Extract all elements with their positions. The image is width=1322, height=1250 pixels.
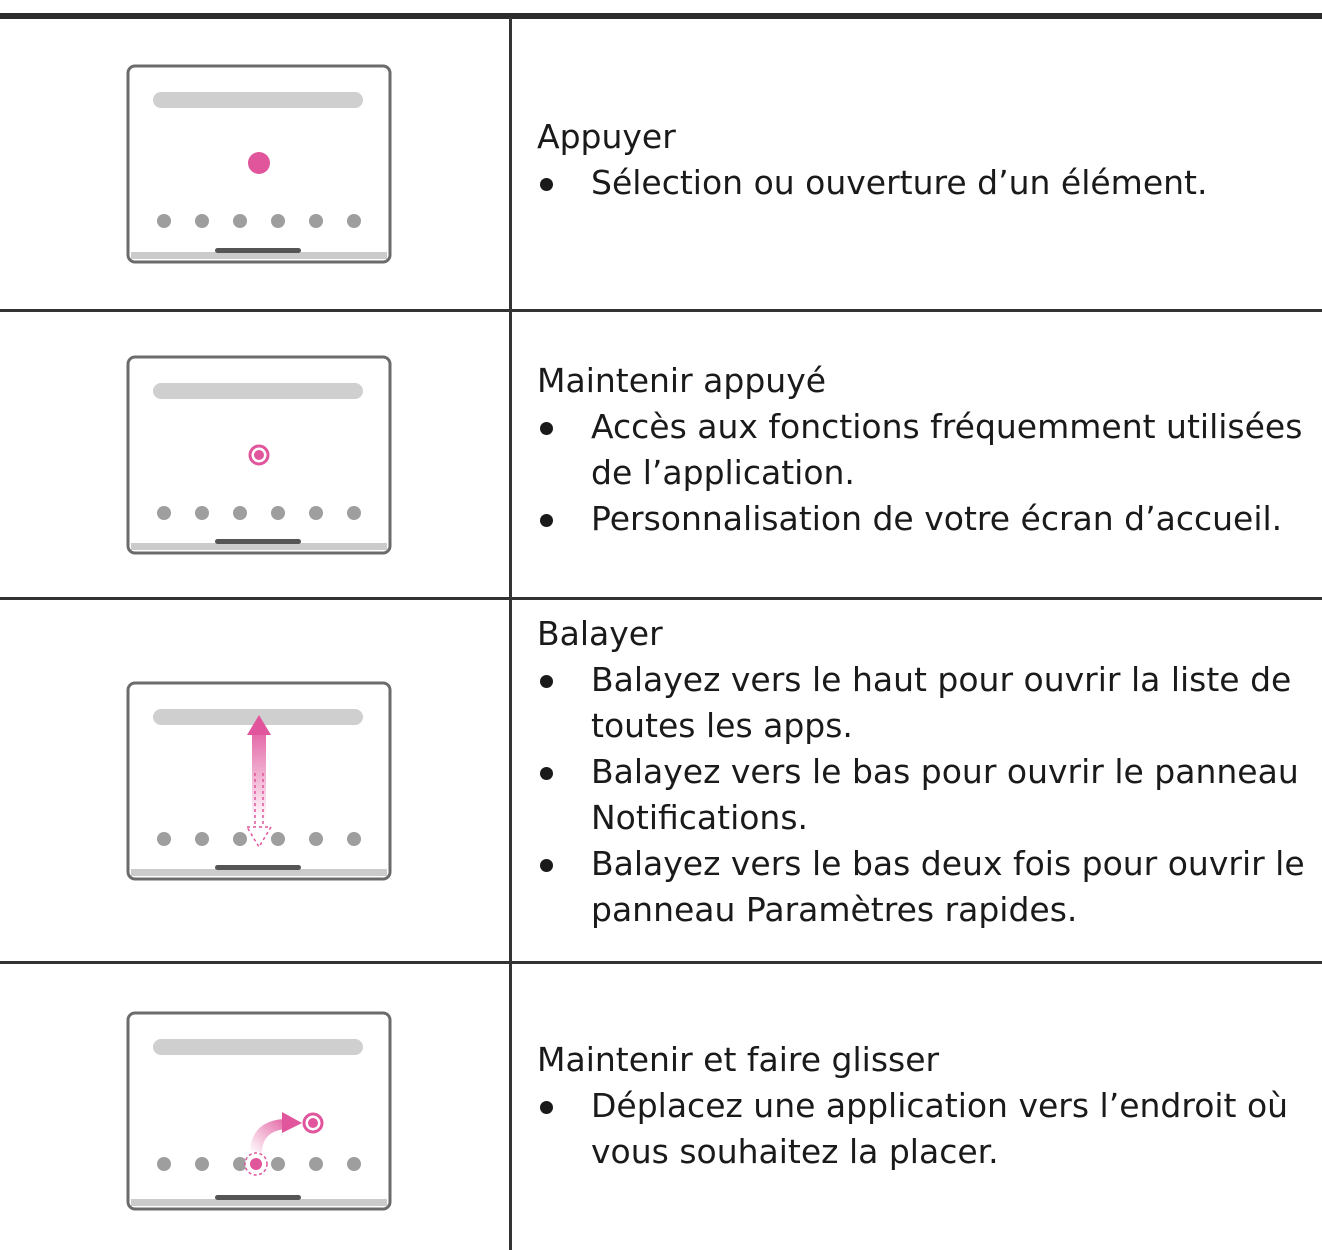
bullet-text: Sélection ou ouverture d’un élément. <box>591 163 1208 202</box>
gesture-description: Appuyer Sélection ou ouverture d’un élém… <box>537 114 1322 206</box>
row-divider <box>0 597 1322 600</box>
drag-gesture-icon <box>126 1011 392 1213</box>
bullet-text: vous souhaitez la placer. <box>591 1132 999 1171</box>
bullet-text: de l’application. <box>591 453 855 492</box>
list-item: Balayez vers le bas deux fois pour ouvri… <box>537 841 1322 933</box>
gesture-description: Balayer Balayez vers le haut pour ouvrir… <box>537 611 1322 933</box>
bullet-list: Accès aux fonctions fréquemment utilisée… <box>537 404 1322 542</box>
gesture-title: Appuyer <box>537 117 676 156</box>
list-item: Déplacez une application vers l’endroit … <box>537 1083 1322 1175</box>
row-divider <box>0 961 1322 964</box>
bullet-text: Déplacez une application vers l’endroit … <box>591 1086 1289 1125</box>
swipe-gesture-icon <box>126 681 392 883</box>
gesture-title: Balayer <box>537 614 663 653</box>
bullet-text: Accès aux fonctions fréquemment utilisée… <box>591 407 1303 446</box>
bullet-list: Balayez vers le haut pour ouvrir la list… <box>537 657 1322 933</box>
bullet-text: Personnalisation de votre écran d’accuei… <box>591 499 1283 538</box>
bullet-text: Balayez vers le haut pour ouvrir la list… <box>591 660 1292 699</box>
row-divider <box>0 309 1322 312</box>
bullet-text: toutes les apps. <box>591 706 853 745</box>
column-divider <box>509 17 512 1250</box>
bullet-text: Notifications. <box>591 798 809 837</box>
bullet-list: Déplacez une application vers l’endroit … <box>537 1083 1322 1175</box>
gesture-title: Maintenir et faire glisser <box>537 1040 940 1079</box>
list-item: Balayez vers le bas pour ouvrir le panne… <box>537 749 1322 841</box>
list-item: Personnalisation de votre écran d’accuei… <box>537 496 1322 542</box>
list-item: Balayez vers le haut pour ouvrir la list… <box>537 657 1322 749</box>
gesture-title: Maintenir appuyé <box>537 361 827 400</box>
bullet-text: Balayez vers le bas deux fois pour ouvri… <box>591 844 1305 883</box>
long-press-gesture-icon <box>126 355 392 557</box>
list-item: Sélection ou ouverture d’un élément. <box>537 160 1322 206</box>
bullet-text: panneau Paramètres rapides. <box>591 890 1078 929</box>
gesture-description: Maintenir et faire glisser Déplacez une … <box>537 1037 1322 1175</box>
bullet-list: Sélection ou ouverture d’un élément. <box>537 160 1322 206</box>
tap-gesture-icon <box>126 64 392 266</box>
table-top-rule <box>0 13 1322 19</box>
list-item: Accès aux fonctions fréquemment utilisée… <box>537 404 1322 496</box>
bullet-text: Balayez vers le bas pour ouvrir le panne… <box>591 752 1299 791</box>
gesture-description: Maintenir appuyé Accès aux fonctions fré… <box>537 358 1322 542</box>
